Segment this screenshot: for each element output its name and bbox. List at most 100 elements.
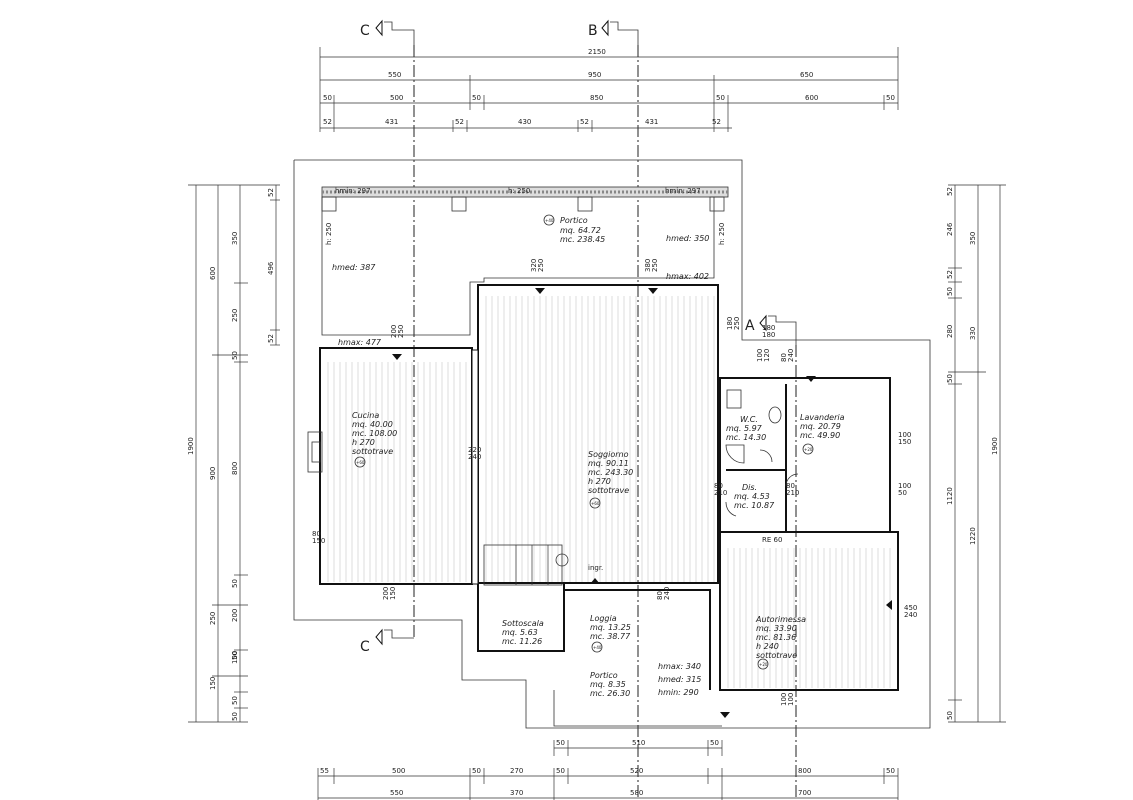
dim-bottom-r3-3: 580 bbox=[630, 789, 643, 797]
opening-size-label: 80 bbox=[656, 591, 664, 600]
dim-right-c3-1: 246 bbox=[946, 222, 954, 236]
room-loggia: Loggia mq. 13.25 mc. 38.77 +40 bbox=[590, 614, 631, 653]
height-labels: hmin: 297 h: 250 hmin: 297 h: 250 h: 250… bbox=[325, 187, 782, 572]
label-hmed-right: hmed: 350 bbox=[666, 234, 709, 243]
label-hmax-right: hmax: 402 bbox=[666, 272, 709, 281]
room-area: mq. 4.53 bbox=[734, 492, 770, 501]
dim-bottom-r2-1: 55 bbox=[320, 767, 329, 775]
room-volume: mc. 10.87 bbox=[734, 501, 775, 510]
dim-left-c4-4: 50 bbox=[231, 351, 239, 360]
section-c-label-bottom: C bbox=[360, 639, 370, 655]
opening-size-label: 250 bbox=[733, 317, 741, 330]
dim-bottom-r3-2: 370 bbox=[510, 789, 523, 797]
dim-left-c3-1: 350 bbox=[231, 232, 239, 245]
room-portico-bottom: Portico mq. 8.35 mc. 26.30 hmax: 340 hme… bbox=[590, 662, 701, 698]
dim-top-r4-5: 52 bbox=[580, 118, 589, 126]
room-area: mq. 8.35 bbox=[590, 680, 626, 689]
dim-right-c4-4: 50 bbox=[946, 374, 954, 383]
dim-right-c3-3: 1120 bbox=[946, 487, 954, 505]
dim-bottom-r2-4: 270 bbox=[510, 767, 523, 775]
label-h-top: h: 250 bbox=[508, 187, 530, 195]
dim-top-total: 2150 bbox=[588, 48, 606, 56]
dim-bottom-r2-6: 520 bbox=[630, 767, 643, 775]
dim-top-r3-1: 50 bbox=[323, 94, 332, 102]
label-ingr: ingr. bbox=[588, 564, 603, 572]
dim-top-r2-3: 650 bbox=[800, 71, 813, 79]
opening-size-label: 100 bbox=[898, 431, 911, 439]
opening-size-label: 210 bbox=[786, 489, 799, 497]
room-area: mq. 5.63 bbox=[502, 628, 538, 637]
opening-size-label: 240 bbox=[904, 611, 917, 619]
room-note: sottotrave bbox=[352, 447, 393, 456]
dim-bottom-r2-3: 50 bbox=[472, 767, 481, 775]
opening-size-label: 150 bbox=[312, 537, 325, 545]
opening-size-label: 250 bbox=[537, 259, 545, 272]
dim-top-r3-6: 600 bbox=[805, 94, 818, 102]
label-re: RE 60 bbox=[762, 536, 782, 544]
level-badge: +60 bbox=[356, 460, 365, 465]
opening-size-label: 100 bbox=[780, 693, 788, 706]
room-volume: mc. 238.45 bbox=[560, 235, 605, 244]
room-cucina: Cucina mq. 40.00 mc. 108.00 h 270 sottot… bbox=[352, 411, 397, 468]
room-name: Dis. bbox=[742, 483, 757, 492]
room-area: mq. 33.90 bbox=[756, 624, 797, 633]
dim-top-r4-4: 430 bbox=[518, 118, 531, 126]
dim-top-r3-4: 850 bbox=[590, 94, 603, 102]
dim-bottom-r2-8: 50 bbox=[886, 767, 895, 775]
dim-right-c2-3: 1220 bbox=[969, 527, 977, 545]
doors bbox=[725, 449, 799, 517]
room-volume: mc. 14.30 bbox=[726, 433, 766, 442]
dim-top-r4-7: 52 bbox=[712, 118, 721, 126]
dim-left-c2-3: 250 bbox=[209, 612, 217, 625]
dim-left-c4-5: 50 bbox=[231, 579, 239, 588]
room-volume: mc. 108.00 bbox=[352, 429, 397, 438]
dim-top-r4-3: 52 bbox=[455, 118, 464, 126]
room-name: Autorimessa bbox=[755, 615, 806, 624]
room-name: Loggia bbox=[590, 614, 617, 623]
room-volume: mc. 49.90 bbox=[800, 431, 840, 440]
dim-bottom-r3-4: 700 bbox=[798, 789, 811, 797]
level-badge: +40 bbox=[545, 218, 554, 223]
entrance-arrows bbox=[392, 288, 892, 718]
opening-size-label: 200 bbox=[382, 587, 390, 600]
opening-size-label: 80 bbox=[780, 353, 788, 362]
room-hmed: hmed: 315 bbox=[658, 675, 701, 684]
portico-top-outline bbox=[321, 197, 715, 336]
room-area: mq. 40.00 bbox=[352, 420, 393, 429]
room-name: Sottoscala bbox=[502, 619, 544, 628]
dim-left-c4-2: 496 bbox=[267, 261, 275, 275]
wc-fixtures bbox=[725, 389, 782, 464]
dim-left-c3-2: 250 bbox=[231, 309, 239, 322]
dim-left-c2-2: 900 bbox=[209, 467, 217, 480]
dimension-top: 2150 550 950 650 50 500 50 850 50 600 50… bbox=[319, 47, 899, 132]
stair bbox=[483, 544, 569, 586]
room-hmax: hmax: 340 bbox=[658, 662, 701, 671]
dim-top-r3-3: 50 bbox=[472, 94, 481, 102]
opening-size-label: 180 bbox=[762, 331, 775, 339]
room-name: Lavanderia bbox=[800, 413, 845, 422]
room-volume: mc. 26.30 bbox=[590, 689, 630, 698]
opening-size-label: 100 bbox=[756, 349, 764, 362]
dim-left-c4-1: 52 bbox=[267, 188, 275, 197]
dimension-right: 1900 350 330 1220 246 280 1120 52 52 50 … bbox=[946, 184, 1006, 723]
room-name: Portico bbox=[560, 216, 588, 225]
label-h-side-right: h: 250 bbox=[718, 223, 726, 245]
dim-right-c4-5: 50 bbox=[946, 711, 954, 720]
opening-size-label: 250 bbox=[651, 259, 659, 272]
room-name: W.C. bbox=[740, 415, 758, 424]
site-outline bbox=[293, 159, 931, 729]
dim-top-r4-6: 431 bbox=[645, 118, 658, 126]
dim-bottom-r1-2: 510 bbox=[632, 739, 645, 747]
fireplace bbox=[307, 431, 323, 473]
room-name: Cucina bbox=[352, 411, 379, 420]
dim-bottom-r2-7: 800 bbox=[798, 767, 811, 775]
opening-size-label: 320 bbox=[530, 259, 538, 272]
dim-left-c4-3: 52 bbox=[267, 334, 275, 343]
opening-size-label: 250 bbox=[397, 325, 405, 338]
section-a-label: A bbox=[745, 318, 755, 334]
opening-size-label: 220 bbox=[468, 446, 481, 454]
room-area: mq. 90.11 bbox=[588, 459, 629, 468]
room-volume: mc. 81.36 bbox=[756, 633, 796, 642]
